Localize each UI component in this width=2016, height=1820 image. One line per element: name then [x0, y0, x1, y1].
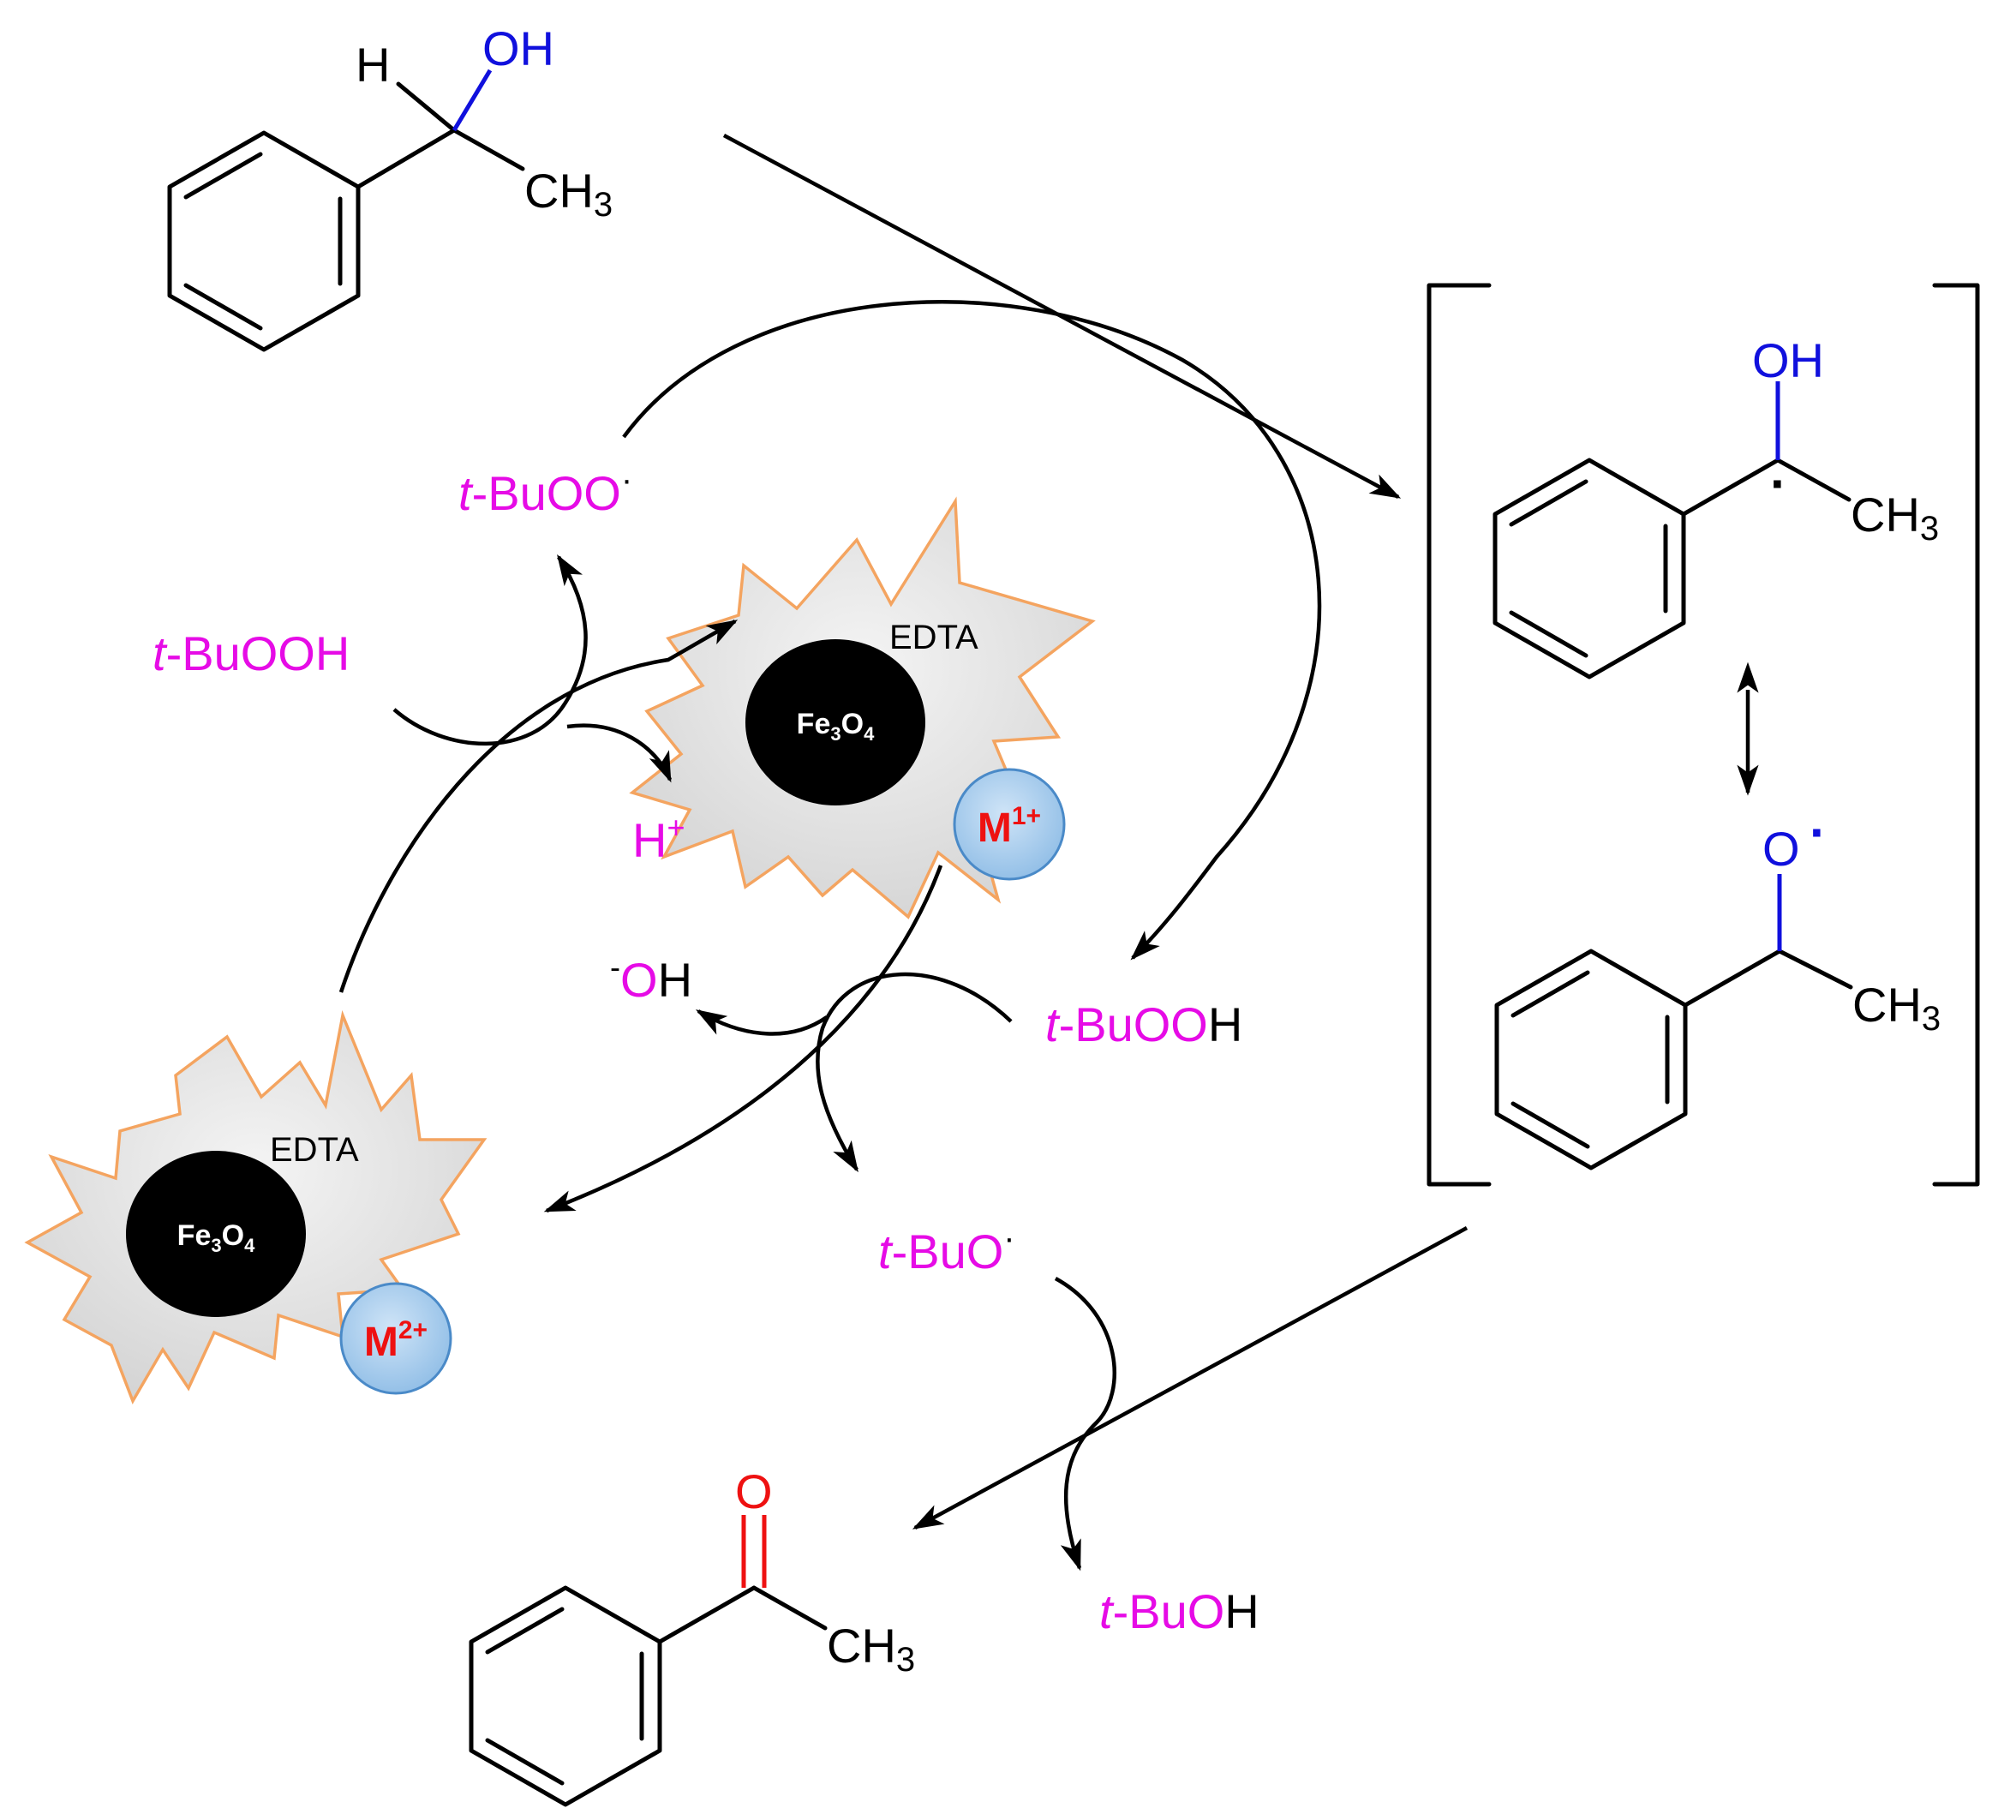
species-tbuooh-left: t-BuOOH: [153, 626, 350, 680]
arrow-tbuooh-to-tbuo: [816, 972, 1013, 1173]
product-ch3-label: CH3: [827, 1619, 915, 1679]
species-hydroxide: -OH: [610, 949, 692, 1007]
species-tbuoh: t-BuOH: [1099, 1584, 1259, 1638]
species-tbuooh-right: t-BuOOH: [1045, 997, 1242, 1051]
catalyst-upper-edta-label: EDTA: [889, 619, 978, 656]
product-o-label: O: [735, 1464, 773, 1518]
arrow-to-h-plus: [566, 723, 673, 783]
intermediate-lower-radical-dot: ·: [1810, 804, 1827, 861]
catalyst-lower: EDTA Fe3O4 M2+: [24, 1009, 488, 1405]
catalyst-lower-fe3o4-core: [126, 1151, 306, 1317]
catalyst-upper-metal-ion: [953, 768, 1066, 881]
catalyst-upper-core-label: Fe3O4: [797, 708, 875, 745]
substrate-h-label: H: [356, 38, 390, 92]
catalyst-lower-metal-ion: [339, 1282, 452, 1395]
species-h-plus: H+: [632, 810, 685, 867]
intermediate-upper-ch3-label: CH3: [1851, 488, 1939, 548]
catalyst-upper-fe3o4-core: [745, 639, 925, 805]
intermediate-lower-ch3-label: CH3: [1852, 978, 1941, 1038]
catalyst-upper-metal-label: M1+: [978, 802, 1041, 851]
species-tbuoo-radical: t-BuOO·: [458, 461, 632, 520]
intermediate-carbon-radical: OH · CH3: [1493, 333, 1939, 680]
substrate-oh-label: OH: [482, 21, 554, 75]
intermediate-oxygen-radical: O · CH3: [1494, 804, 1941, 1170]
arrow-tbuooh-to-tbuoo: [392, 554, 588, 746]
substrate-phenylethanol: H OH CH3: [167, 21, 613, 352]
catalyst-lower-core-label: Fe3O4: [177, 1219, 255, 1256]
substrate-ch3-label: CH3: [524, 164, 613, 224]
product-acetophenone: O CH3: [469, 1464, 915, 1807]
intermediate-upper-oh-label: OH: [1752, 333, 1824, 387]
arrow-tbuoo-to-tbuooh: [622, 300, 1322, 961]
species-tbuo-radical: t-BuO·: [878, 1219, 1015, 1278]
arrow-catalyst-regeneration: [338, 620, 739, 993]
arrow-to-hydroxide: [695, 1009, 829, 1036]
arrow-tbuo-to-tbuoh: [1054, 1277, 1117, 1572]
substrate-benzene-ring: [167, 81, 525, 352]
catalyst-upper: EDTA Fe3O4 M1+: [629, 496, 1096, 919]
catalyst-lower-metal-label: M2+: [364, 1316, 428, 1365]
catalyst-lower-edta-label: EDTA: [270, 1131, 359, 1169]
radical-intermediate-brackets: [1427, 283, 1980, 1187]
intermediate-upper-radical-dot: ·: [1770, 455, 1787, 512]
intermediate-lower-o-label: O: [1762, 822, 1800, 876]
arrow-radical-to-product: [912, 1226, 1469, 1530]
arrow-catalyst-oxidation: [543, 865, 943, 1213]
